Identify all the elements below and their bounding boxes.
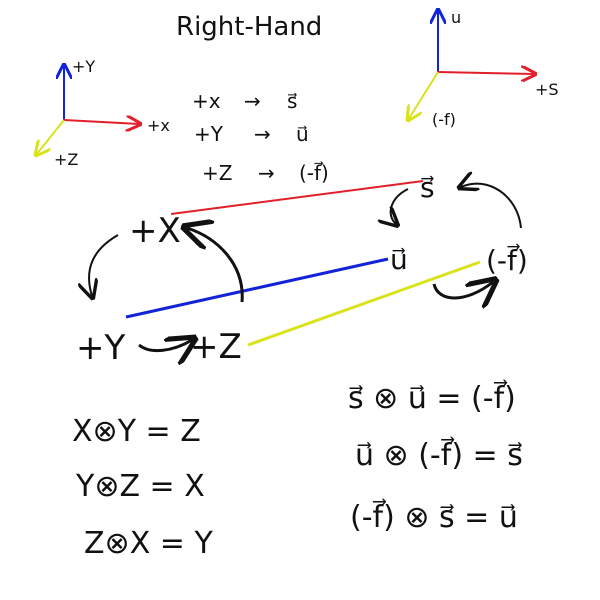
left-x-axis [63,120,140,124]
equation-left-2: Y⊗Z = X [75,469,205,504]
right-cycle-arrow-s-to-u [391,188,409,224]
title-text: Right-Hand [176,12,322,42]
cycle-left-x: +X [129,211,181,251]
left-cycle-arrow-z-to-x [187,228,244,303]
mapping-z-to: (-f⃗) [299,160,329,185]
mapping-y-from: +Y [194,122,224,146]
left-cycle-arrow-y-to-z [138,340,192,351]
right-s-axis [437,72,535,74]
cycle-left-z: +Z [190,327,242,367]
cycle-right-u: u⃗ [390,243,408,276]
right-coordinate-axes: u +S (-f) [408,8,559,129]
mapping-x-to: s⃗ [287,89,297,113]
right-equations: s⃗ ⊗ u⃗ = (-f⃗) u⃗ ⊗ (-f⃗) = s⃗ (-f⃗) ⊗ … [348,380,523,535]
right-cycle-arrow-f-to-s [461,184,522,229]
equation-right-1: s⃗ ⊗ u⃗ = (-f⃗) [348,380,516,416]
cycle-right-f: (-f⃗) [486,243,528,277]
equation-left-3: Z⊗X = Y [84,526,213,561]
right-f-axis [408,71,439,120]
cycle-right-s: s⃗ [420,171,435,204]
left-cycle: +X +Y +Z [76,211,244,368]
left-x-axis-label: +x [147,116,170,135]
x-to-s-line [170,180,424,215]
mapping-z-arrow: → [258,161,275,185]
left-z-axis [36,119,65,155]
mapping-x-arrow: → [244,89,261,113]
right-s-axis-label: +S [535,80,559,99]
equation-right-2: u⃗ ⊗ (-f⃗) = s⃗ [355,437,523,473]
right-f-axis-label: (-f) [432,110,456,129]
correspondence-lines [125,180,481,347]
right-u-axis-label: u [451,8,461,27]
y-to-u-line [125,257,389,319]
equation-left-1: X⊗Y = Z [72,414,201,449]
mapping-y-arrow: → [254,122,271,146]
cycle-left-y: +Y [76,328,125,368]
axis-mapping: +x → s⃗ +Y → u⃗ +Z → (-f⃗) [192,89,329,185]
right-cycle-arrow-u-to-f [432,282,493,298]
left-y-axis-label: +Y [72,57,95,76]
mapping-z-from: +Z [202,161,232,185]
left-cycle-arrow-x-to-y [89,234,119,296]
left-coordinate-axes: +Y +x +Z [36,57,170,169]
left-z-axis-label: +Z [54,150,78,169]
left-equations: X⊗Y = Z Y⊗Z = X Z⊗X = Y [72,414,213,561]
equation-right-3: (-f⃗) ⊗ s⃗ = u⃗ [350,499,518,535]
mapping-y-to: u⃗ [296,122,309,146]
mapping-x-from: +x [192,89,221,113]
right-cycle: s⃗ u⃗ (-f⃗) [390,171,528,298]
z-to-f-line [247,260,481,347]
